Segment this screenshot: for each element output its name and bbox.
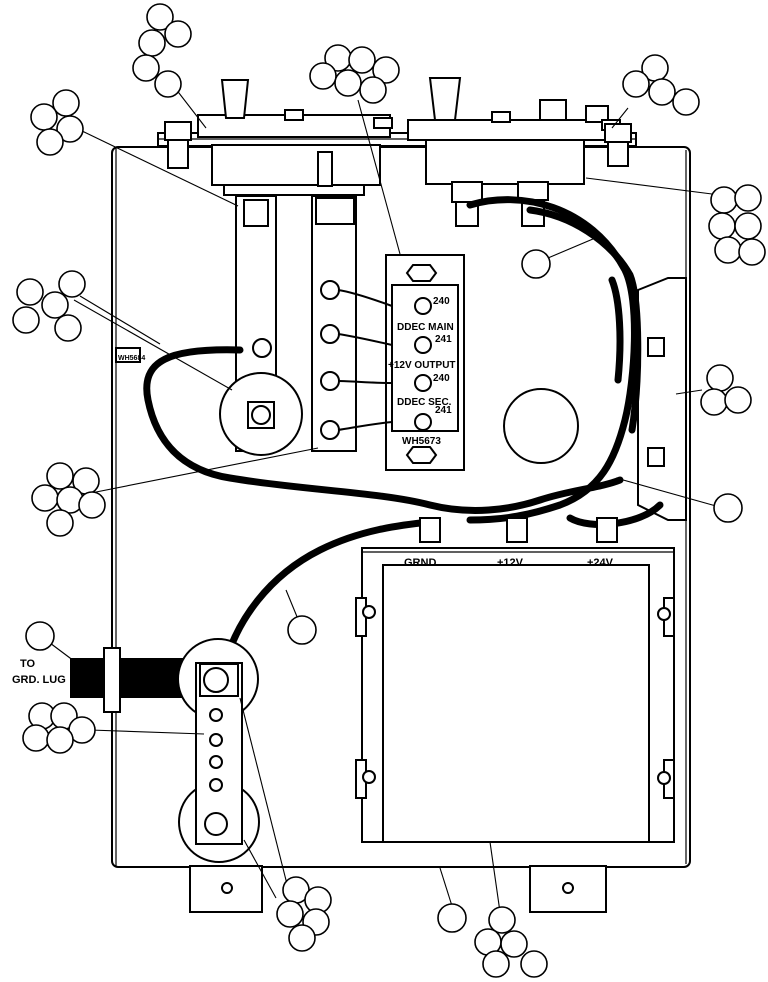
callout-left-upper-cluster: [30, 89, 84, 156]
corner-bolt-right: [604, 123, 632, 167]
leader-lines: [49, 83, 717, 913]
mounting-foot-right: [529, 865, 607, 913]
callout-ground-cable-single: [287, 615, 317, 645]
callout-cable-single: [521, 249, 551, 279]
corner-bolt-left: [164, 121, 192, 169]
callout-top-left-cluster: [132, 3, 192, 98]
ddec-fuse-block: [385, 254, 465, 471]
connector-housing-left: [197, 79, 393, 196]
terminal-240-bottom-label: 240: [433, 373, 450, 384]
callout-right-upper-cluster: [708, 184, 766, 266]
ground-busbar: [177, 638, 260, 863]
callout-grd-lug-single: [25, 621, 55, 651]
callout-bottom-single: [437, 903, 467, 933]
knockout-hole: [503, 388, 579, 464]
part-number-label: WH5673: [402, 436, 441, 447]
terminal-strip-center: [311, 151, 357, 452]
terminal-241-top-label: 241: [435, 334, 452, 345]
grd-lug-label: GRD. LUG: [12, 674, 66, 686]
callout-bottom-left-cluster: [276, 876, 332, 952]
callout-left-mid-cluster: [12, 270, 86, 342]
callout-top-right-cluster: [622, 54, 700, 116]
to-label: TO: [20, 658, 36, 670]
ground-terminal-label: GRND: [404, 557, 436, 569]
cable-harness: [70, 196, 664, 713]
mounting-foot-left: [189, 865, 263, 913]
plus12v-terminal-label: +12V: [497, 557, 524, 569]
terminal-241-bottom-label: 241: [435, 405, 452, 416]
callout-busbar-cluster: [22, 702, 96, 754]
jumper-wires: [337, 289, 393, 431]
wire-tag: WH5684: [115, 347, 145, 363]
power-strip-left: [219, 195, 303, 456]
plus24v-terminal-label: +24V: [587, 557, 614, 569]
right-side-bracket: [637, 277, 687, 521]
callout-bottom-right-cluster: [474, 906, 548, 978]
ddec-sec-label: DDEC SEC.: [397, 397, 452, 408]
wire-tag-label: WH5684: [118, 355, 145, 362]
callout-top-center-cluster: [309, 44, 400, 104]
terminal-240-top-label: 240: [433, 296, 450, 307]
callout-left-lower-cluster: [31, 462, 106, 537]
callout-right-lower-single: [713, 493, 743, 523]
power-supply-box: [355, 517, 675, 843]
ddec-main-label: DDEC MAIN: [397, 322, 454, 333]
plus12v-output-label: +12V OUTPUT: [388, 360, 456, 371]
callout-right-mid-cluster: [700, 364, 752, 416]
connector-housing-right: [407, 77, 621, 227]
